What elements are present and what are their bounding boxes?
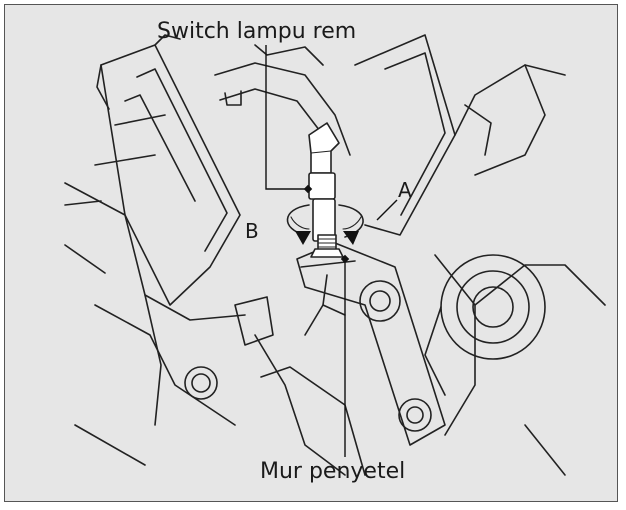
adjuster-nut-label: Mur penyetel — [260, 459, 406, 484]
round-boss-right — [424, 254, 546, 396]
switch-label: Switch lampu rem — [157, 19, 357, 44]
leader-nut-dot — [340, 254, 350, 264]
rotation-label-a: A — [398, 178, 412, 202]
brake-pedal-illustration — [64, 34, 606, 476]
rotation-label-b: B — [245, 219, 259, 243]
brake-lamp-switch — [308, 122, 344, 258]
leader-switch-dot — [303, 184, 313, 194]
frame-plate-right — [354, 34, 606, 436]
frame-bracket-left — [64, 34, 246, 426]
pedal-lever — [296, 242, 446, 446]
frame-lower-left — [74, 274, 566, 476]
rotation-arrows — [286, 204, 364, 245]
leader-switch — [265, 45, 307, 190]
leader-a — [376, 199, 398, 221]
rotation-arrow-b-head — [295, 231, 311, 245]
frame-upper-arm — [64, 44, 351, 206]
diagram-figure: Switch lampu rem Mur penyetel A B — [4, 4, 618, 502]
rotation-arrow-a-head — [343, 231, 359, 245]
